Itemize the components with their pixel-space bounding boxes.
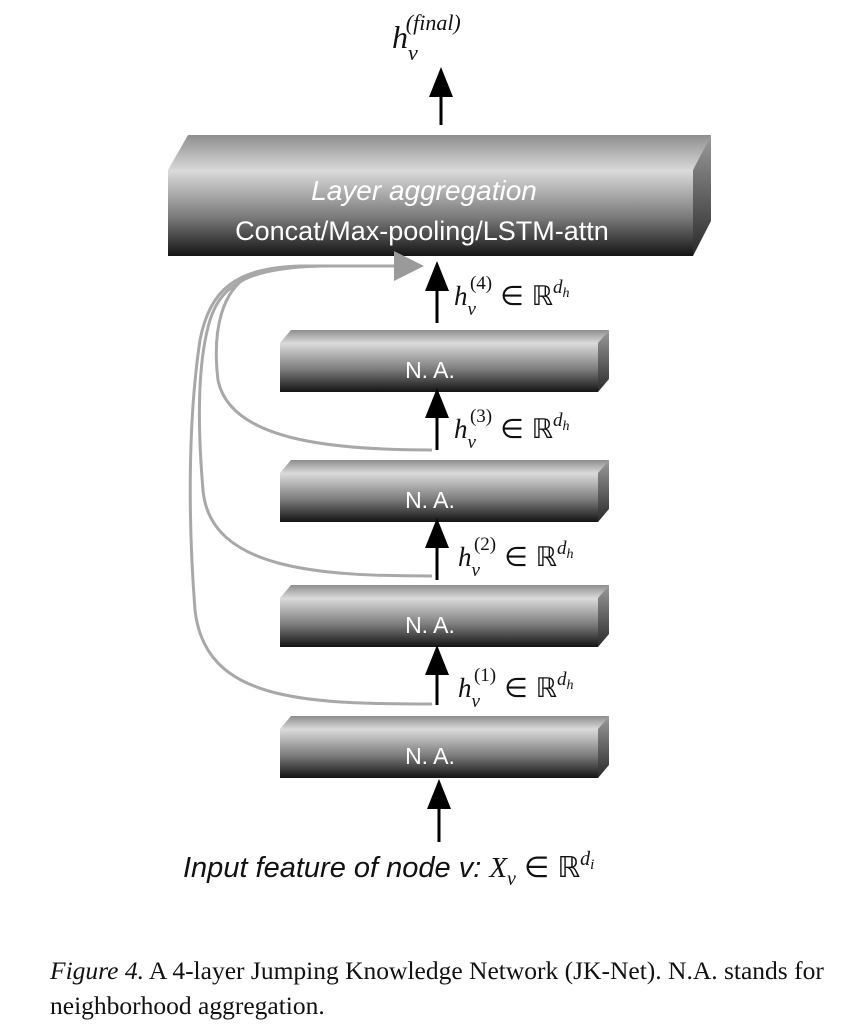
layer-3-block: N. A.	[280, 460, 609, 522]
layer-4-label: N. A.	[405, 357, 455, 383]
caption-text: A 4-layer Jumping Knowledge Network (JK-…	[50, 956, 824, 1020]
layer-1-block: N. A.	[280, 716, 609, 778]
skip-connections	[188, 251, 433, 706]
layer-2-block: N. A.	[280, 585, 609, 647]
layer-2-label: N. A.	[405, 612, 455, 638]
caption-label: Figure 4.	[50, 956, 144, 985]
aggregation-subtitle: Concat/Max-pooling/LSTM-attn	[235, 216, 609, 246]
flow-arrows	[425, 261, 451, 842]
skip-arrow-1	[188, 264, 433, 706]
hidden-label-4: hv(4)∈ℝdh	[454, 273, 570, 320]
hidden-label-3: hv(3)∈ℝdh	[454, 406, 570, 453]
jk-net-diagram: hv(final) Layer aggregation Concat/Max-p…	[168, 10, 711, 890]
hidden-label-1: hv(1)∈ℝdh	[458, 665, 574, 712]
aggregation-title: Layer aggregation	[311, 175, 537, 206]
layer-4-block: N. A.	[280, 330, 609, 392]
layer-1-label: N. A.	[405, 743, 455, 769]
skip-arrow-3	[214, 264, 433, 452]
hidden-label-2: hv(2)∈ℝdh	[458, 534, 574, 581]
input-label: Input feature of node v: Xv∈ℝdi	[183, 848, 594, 890]
figure-caption: Figure 4. A 4-layer Jumping Knowledge Ne…	[50, 953, 840, 1023]
layer-3-label: N. A.	[405, 487, 455, 513]
output-label: hv(final)	[392, 10, 461, 65]
skip-arrow-2	[197, 264, 433, 578]
aggregation-block: Layer aggregation Concat/Max-pooling/LST…	[168, 135, 711, 256]
